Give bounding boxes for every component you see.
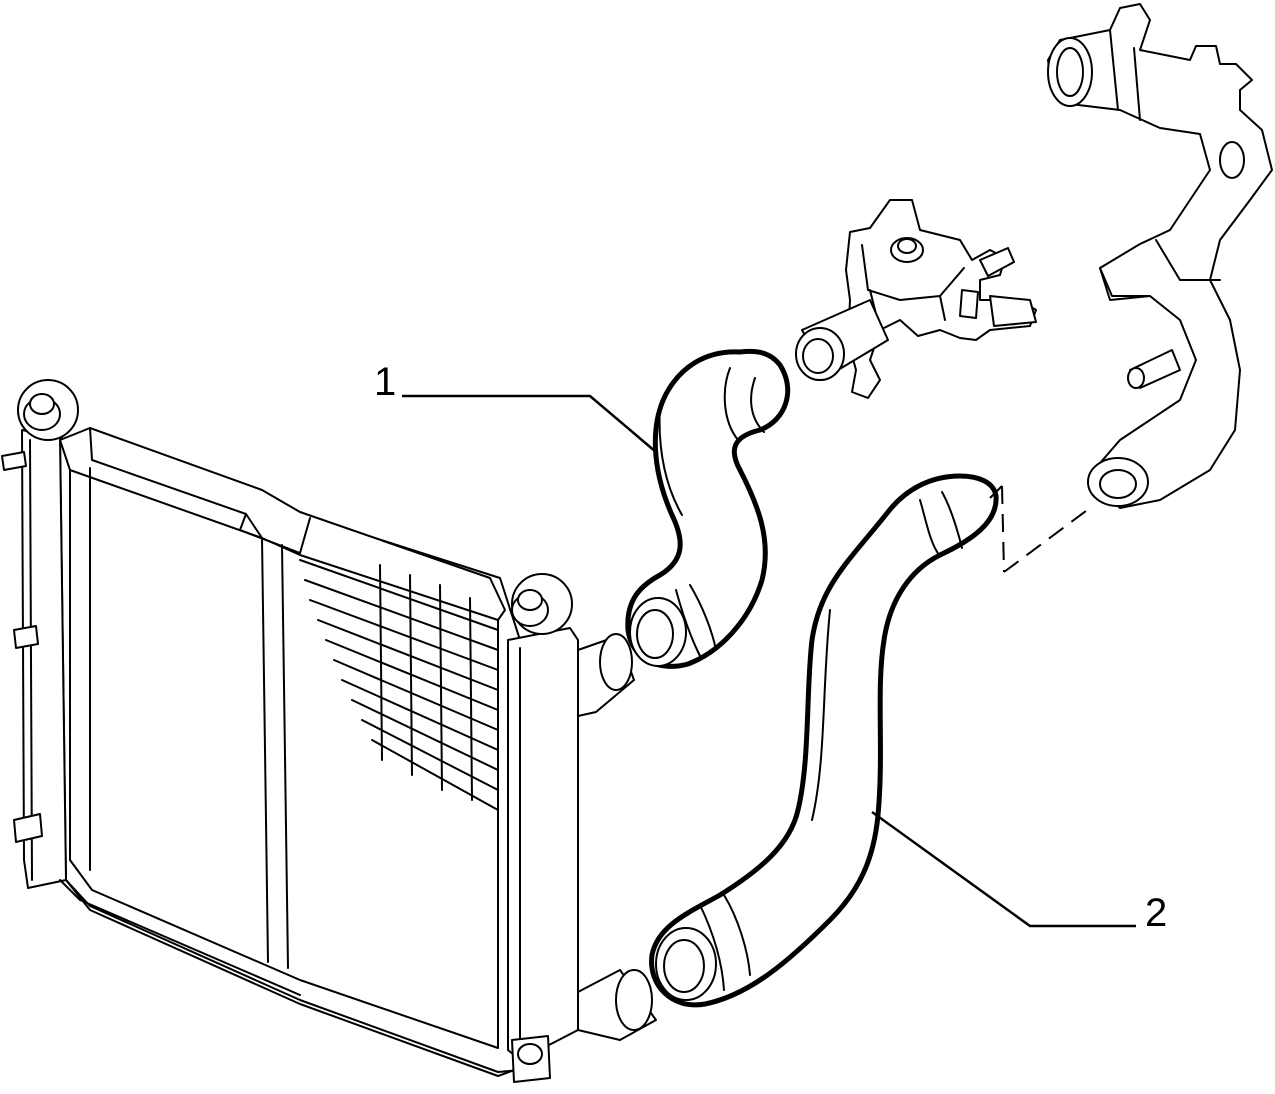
radiator: [1, 379, 657, 1083]
radiator-mount-top-right: [511, 573, 573, 635]
callout-1-leader: [402, 394, 657, 453]
lower-radiator-hose: [649, 473, 999, 1008]
radiator-mount-top-left: [17, 379, 79, 441]
radiator-mount-bottom-right: [511, 1035, 551, 1083]
callout-label-1: 1: [374, 360, 397, 404]
coolant-outlet-pipe: [1047, 3, 1273, 509]
thermostat-housing: [795, 199, 1037, 399]
upper-radiator-hose: [625, 348, 791, 669]
connection-indicator: [989, 485, 1091, 573]
callout-label-2: 2: [1145, 891, 1168, 935]
callout-2-leader: [871, 810, 1136, 928]
radiator-core-fins: [299, 559, 499, 811]
